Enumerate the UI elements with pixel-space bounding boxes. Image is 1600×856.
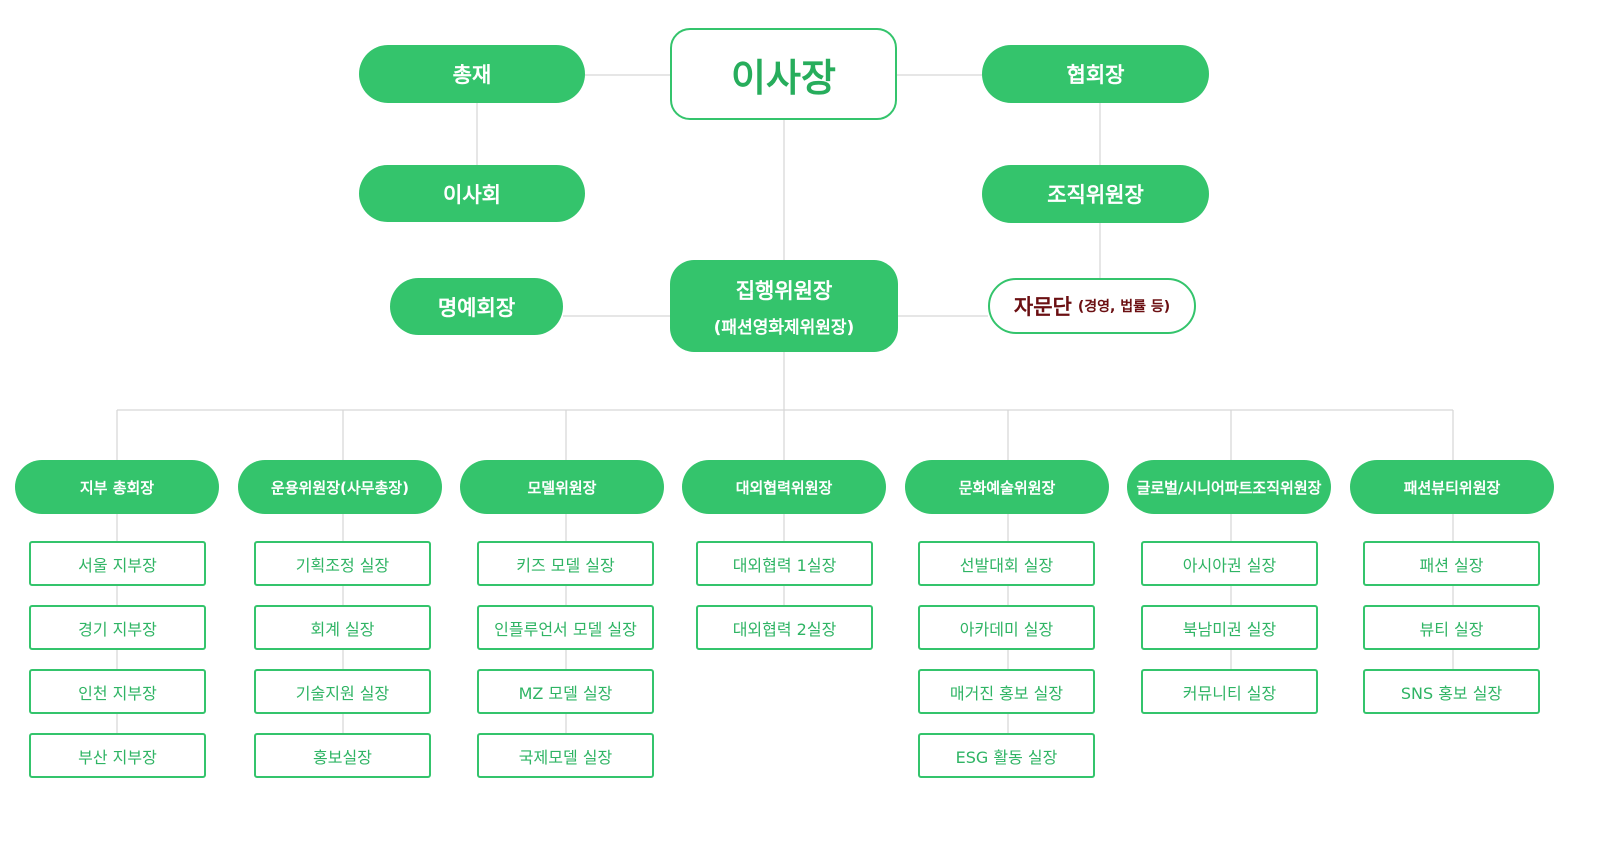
chongjae-node: 총재 bbox=[359, 45, 585, 103]
sub-office-label: 매거진 홍보 실장 bbox=[949, 683, 1064, 703]
org-committee-chair-label: 조직위원장 bbox=[1047, 183, 1144, 207]
chairman-node: 이사장 bbox=[670, 28, 897, 120]
sub-office-label: 국제모델 실장 bbox=[518, 747, 613, 767]
executive-line2: (패션영화제위원장) bbox=[713, 317, 855, 338]
sub-office-7-3: SNS 홍보 실장 bbox=[1363, 669, 1540, 714]
sub-office-label: 선발대회 실장 bbox=[959, 555, 1054, 575]
executive-line1: 집행위원장 bbox=[735, 278, 833, 303]
advisory-main-label: 자문단 bbox=[1013, 295, 1072, 319]
sub-office-label: SNS 홍보 실장 bbox=[1400, 683, 1503, 703]
sub-office-label: 패션 실장 bbox=[1419, 555, 1484, 575]
sub-office-label: 아시아권 실장 bbox=[1182, 555, 1277, 575]
sub-office-label: 회계 실장 bbox=[310, 619, 375, 639]
department-1: 지부 총회장 bbox=[15, 460, 219, 514]
sub-office-label: 아카데미 실장 bbox=[959, 619, 1054, 639]
sub-office-label: 기술지원 실장 bbox=[295, 683, 390, 703]
sub-office-5-1: 선발대회 실장 bbox=[918, 541, 1095, 586]
chongjae-label: 총재 bbox=[452, 63, 492, 87]
sub-office-4-1: 대외협력 1실장 bbox=[696, 541, 873, 586]
honorary-president-label: 명예회장 bbox=[437, 295, 516, 320]
sub-office-3-4: 국제모델 실장 bbox=[477, 733, 654, 778]
association-president-label: 협회장 bbox=[1066, 63, 1125, 87]
sub-office-5-2: 아카데미 실장 bbox=[918, 605, 1095, 650]
sub-office-label: 홍보실장 bbox=[313, 747, 372, 767]
executive-committee-node: 집행위원장 (패션영화제위원장) bbox=[670, 260, 898, 352]
sub-office-2-4: 홍보실장 bbox=[254, 733, 431, 778]
advisory-node: 자문단 (경영, 법률 등) bbox=[988, 278, 1196, 334]
sub-office-label: 키즈 모델 실장 bbox=[516, 555, 615, 575]
sub-office-label: 경기 지부장 bbox=[78, 619, 157, 639]
department-title: 패션뷰티위원장 bbox=[1403, 478, 1501, 497]
sub-office-1-1: 서울 지부장 bbox=[29, 541, 206, 586]
sub-office-3-3: MZ 모델 실장 bbox=[477, 669, 654, 714]
department-5: 문화예술위원장 bbox=[905, 460, 1109, 514]
department-4: 대외협력위원장 bbox=[682, 460, 886, 514]
department-6: 글로벌/시니어파트조직위원장 bbox=[1127, 460, 1331, 514]
sub-office-6-3: 커뮤니티 실장 bbox=[1141, 669, 1318, 714]
department-7: 패션뷰티위원장 bbox=[1350, 460, 1554, 514]
sub-office-label: MZ 모델 실장 bbox=[518, 683, 613, 703]
sub-office-label: 서울 지부장 bbox=[78, 555, 157, 575]
department-2: 운용위원장(사무총장) bbox=[238, 460, 442, 514]
sub-office-7-1: 패션 실장 bbox=[1363, 541, 1540, 586]
board-node: 이사회 bbox=[359, 165, 585, 222]
sub-office-6-1: 아시아권 실장 bbox=[1141, 541, 1318, 586]
department-title: 문화예술위원장 bbox=[958, 478, 1056, 497]
sub-office-2-3: 기술지원 실장 bbox=[254, 669, 431, 714]
department-3: 모델위원장 bbox=[460, 460, 664, 514]
sub-office-label: 북남미권 실장 bbox=[1182, 619, 1277, 639]
board-label: 이사회 bbox=[443, 182, 501, 207]
sub-office-2-1: 기획조정 실장 bbox=[254, 541, 431, 586]
sub-office-7-2: 뷰티 실장 bbox=[1363, 605, 1540, 650]
chairman-label: 이사장 bbox=[731, 55, 836, 100]
sub-office-label: 대외협력 1실장 bbox=[732, 555, 837, 575]
sub-office-label: ESG 활동 실장 bbox=[955, 747, 1058, 767]
sub-office-5-3: 매거진 홍보 실장 bbox=[918, 669, 1095, 714]
sub-office-5-4: ESG 활동 실장 bbox=[918, 733, 1095, 778]
department-title: 글로벌/시니어파트조직위원장 bbox=[1136, 478, 1322, 497]
department-title: 운용위원장(사무총장) bbox=[271, 478, 409, 497]
sub-office-4-2: 대외협력 2실장 bbox=[696, 605, 873, 650]
department-title: 지부 총회장 bbox=[79, 478, 155, 497]
association-president-node: 협회장 bbox=[982, 45, 1209, 103]
sub-office-1-4: 부산 지부장 bbox=[29, 733, 206, 778]
sub-office-1-2: 경기 지부장 bbox=[29, 605, 206, 650]
sub-office-1-3: 인천 지부장 bbox=[29, 669, 206, 714]
sub-office-3-1: 키즈 모델 실장 bbox=[477, 541, 654, 586]
sub-office-label: 대외협력 2실장 bbox=[732, 619, 837, 639]
sub-office-6-2: 북남미권 실장 bbox=[1141, 605, 1318, 650]
advisory-sub-label: (경영, 법률 등) bbox=[1077, 299, 1171, 315]
sub-office-label: 인천 지부장 bbox=[78, 683, 157, 703]
sub-office-label: 기획조정 실장 bbox=[295, 555, 390, 575]
sub-office-3-2: 인플루언서 모델 실장 bbox=[477, 605, 654, 650]
sub-office-2-2: 회계 실장 bbox=[254, 605, 431, 650]
sub-office-label: 커뮤니티 실장 bbox=[1182, 683, 1277, 703]
sub-office-label: 인플루언서 모델 실장 bbox=[494, 619, 637, 639]
sub-office-label: 부산 지부장 bbox=[78, 747, 157, 767]
department-title: 모델위원장 bbox=[527, 478, 597, 497]
sub-office-label: 뷰티 실장 bbox=[1419, 619, 1484, 639]
department-title: 대외협력위원장 bbox=[735, 478, 833, 497]
org-committee-chair-node: 조직위원장 bbox=[982, 165, 1209, 223]
honorary-president-node: 명예회장 bbox=[390, 278, 563, 335]
